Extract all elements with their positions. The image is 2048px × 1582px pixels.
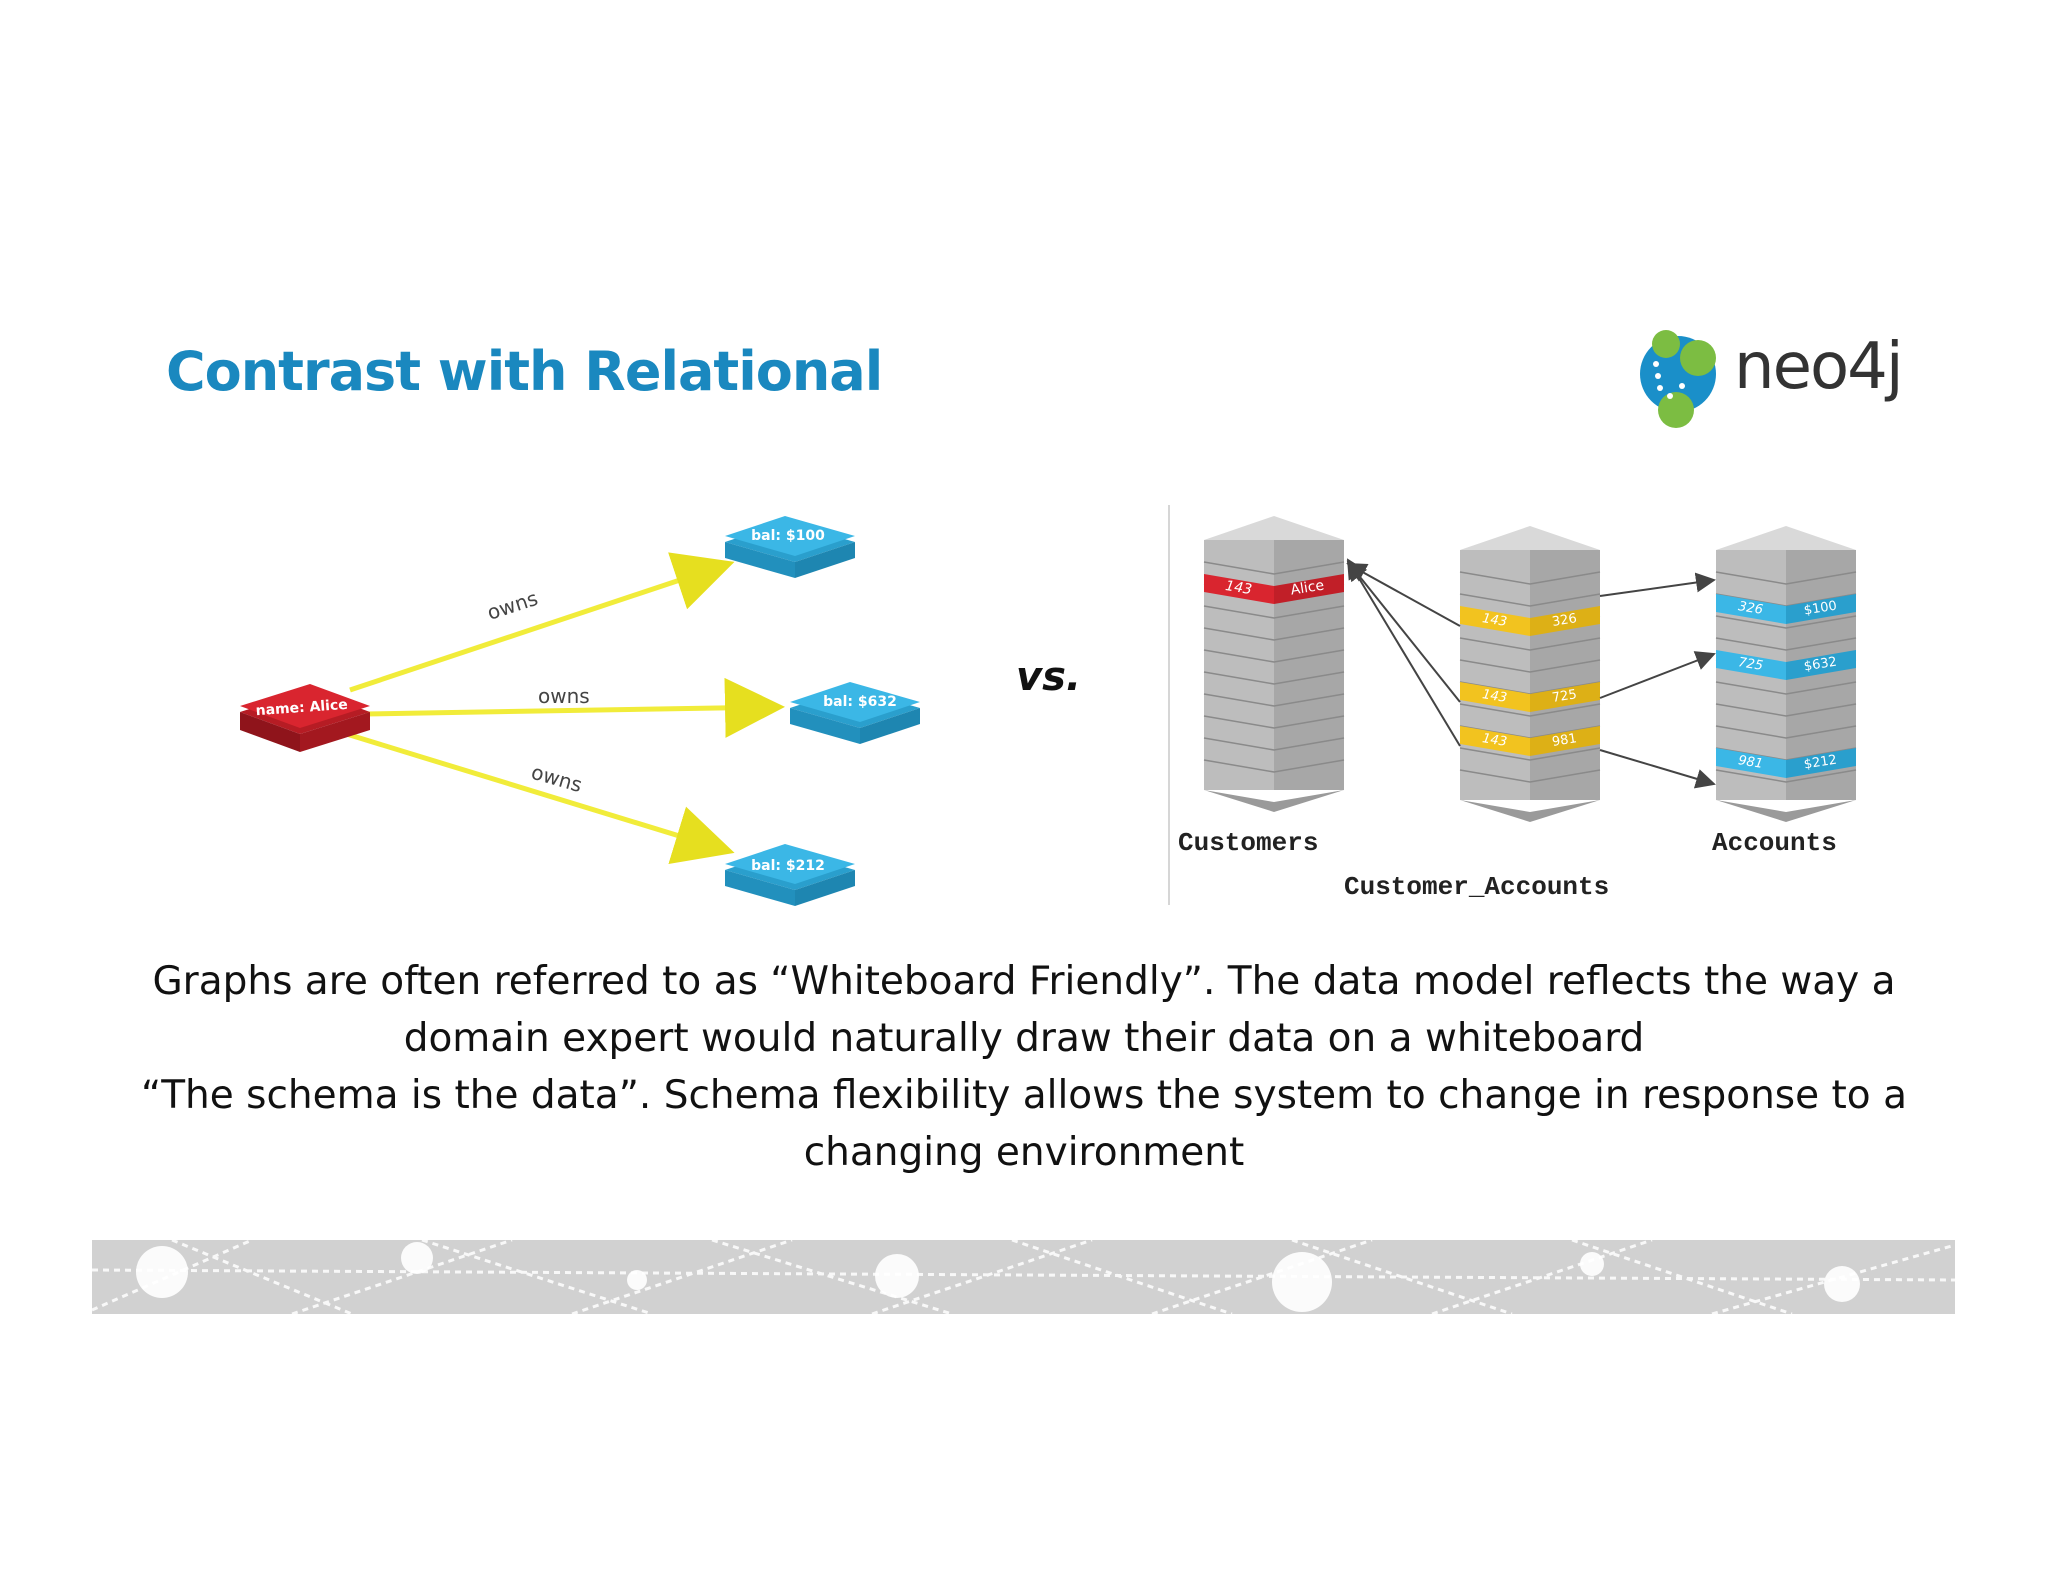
acct-row-2-bal: $632 bbox=[1803, 655, 1838, 675]
slide-title: Contrast with Relational bbox=[166, 340, 883, 403]
ca-row-3-cust: 143 bbox=[1481, 731, 1508, 750]
ca-row-3-acct: 981 bbox=[1551, 731, 1578, 750]
relational-model-diagram: 143 Alice 143 326 143 725 bbox=[1168, 500, 1908, 920]
caption-paragraph-1: Graphs are often referred to as “Whitebo… bbox=[152, 959, 1896, 1061]
ca-row-1-cust: 143 bbox=[1481, 611, 1508, 630]
acct-row-3-bal: $212 bbox=[1803, 753, 1838, 773]
account-node-212: bal: $212 bbox=[725, 844, 855, 906]
account-node-212-label: bal: $212 bbox=[751, 858, 825, 874]
customers-table: 143 Alice bbox=[1203, 516, 1345, 812]
owns-edge-2: owns bbox=[364, 677, 785, 738]
vs-label: vs. bbox=[1016, 654, 1082, 700]
account-node-100-label: bal: $100 bbox=[751, 528, 825, 544]
customers-row-name: Alice bbox=[1289, 578, 1325, 599]
caption-paragraph-2: “The schema is the data”. Schema flexibi… bbox=[141, 1073, 1907, 1175]
ca-row-2-cust: 143 bbox=[1481, 687, 1508, 706]
edge-label-owns-1: owns bbox=[484, 586, 541, 625]
account-node-632-label: bal: $632 bbox=[823, 694, 897, 710]
neo4j-logo-icon bbox=[1640, 330, 1716, 428]
account-node-632: bal: $632 bbox=[790, 682, 920, 744]
account-node-100: bal: $100 bbox=[725, 516, 855, 578]
accounts-table-label: Accounts bbox=[1712, 828, 1837, 858]
foreign-key-arrows bbox=[1346, 558, 1716, 789]
acct-row-3-id: 981 bbox=[1737, 753, 1764, 772]
neo4j-logo: neo4j bbox=[1636, 324, 1916, 434]
customers-table-label: Customers bbox=[1178, 828, 1319, 858]
slide-caption: Graphs are often referred to as “Whitebo… bbox=[130, 953, 1918, 1181]
alice-node: name: Alice bbox=[240, 684, 370, 752]
edge-label-owns-2: owns bbox=[538, 684, 590, 708]
logo-wordmark: neo4j bbox=[1734, 330, 1904, 404]
accounts-table: 326 $100 725 $632 981 $212 bbox=[1715, 526, 1857, 822]
ca-row-1-acct: 326 bbox=[1551, 611, 1578, 630]
customer-accounts-table: 143 326 143 725 143 981 bbox=[1459, 526, 1601, 822]
acct-row-2-id: 725 bbox=[1737, 655, 1764, 674]
owns-edge-3: owns bbox=[339, 729, 735, 865]
acct-row-1-id: 326 bbox=[1737, 599, 1764, 618]
ca-row-2-acct: 725 bbox=[1551, 687, 1578, 706]
acct-row-1-bal: $100 bbox=[1803, 599, 1838, 619]
graph-model-diagram: owns owns owns name: Alice bal: $100 bbox=[220, 500, 980, 920]
customers-row-id: 143 bbox=[1224, 578, 1253, 598]
alice-node-label: name: Alice bbox=[255, 697, 348, 719]
owns-edge-1: owns bbox=[349, 552, 735, 693]
customer-accounts-table-label: Customer_Accounts bbox=[1344, 872, 1610, 902]
divider-line bbox=[1168, 505, 1170, 905]
footer-decorative-band bbox=[91, 1238, 1956, 1316]
